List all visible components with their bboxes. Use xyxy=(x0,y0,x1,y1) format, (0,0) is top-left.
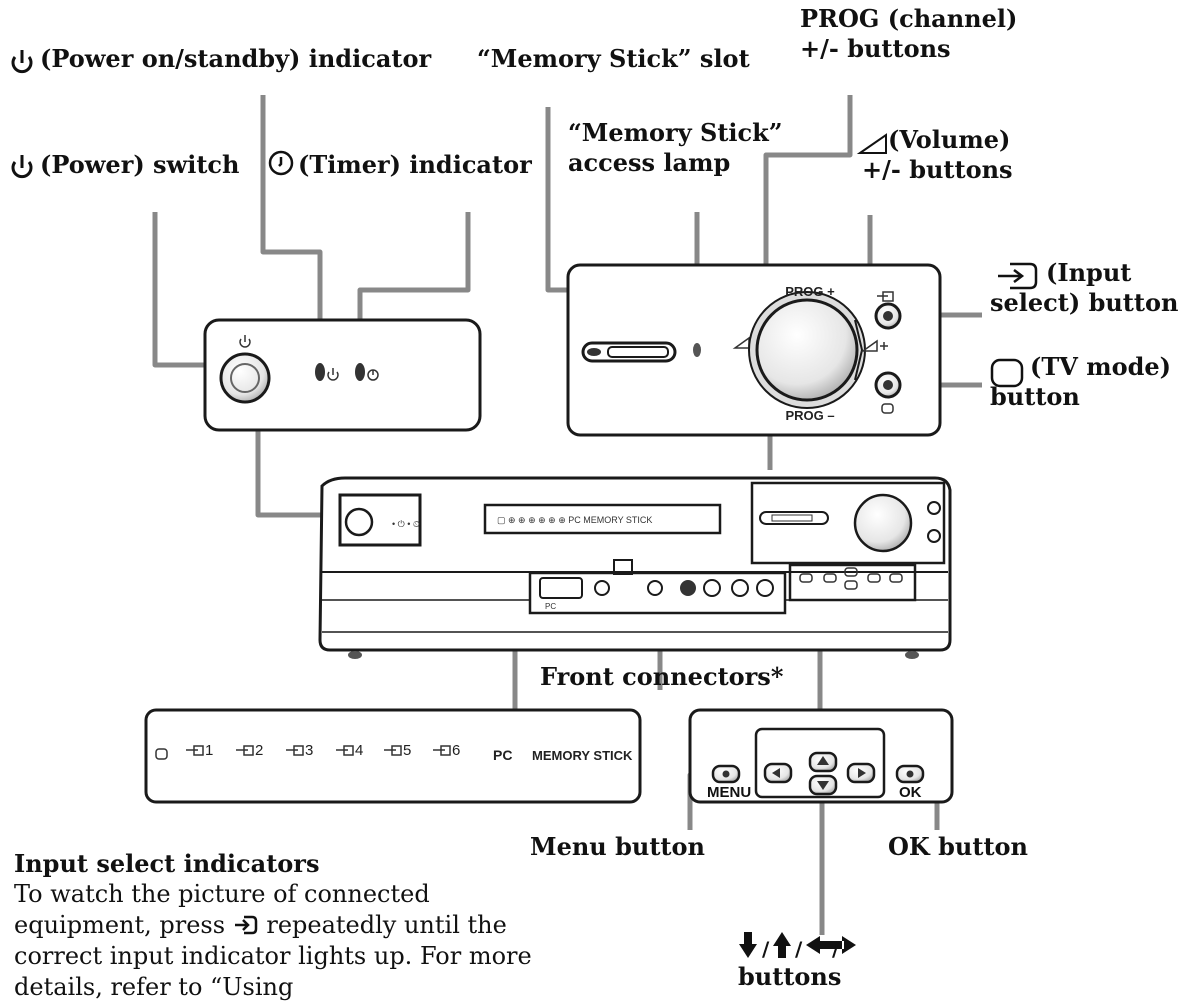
svg-text:/: / xyxy=(795,937,803,961)
memory-stick-slot-label: “Memory Stick” slot xyxy=(477,44,750,73)
description-text-after: repeatedly until the correct input indic… xyxy=(14,911,532,1001)
svg-text:3: 3 xyxy=(305,742,313,759)
svg-text:▢ ⊕ ⊕ ⊕ ⊕ ⊕ ⊕ PC ME: ▢ ⊕ ⊕ ⊕ ⊕ ⊕ ⊕ PC MEMORY STICK xyxy=(497,515,652,525)
right-arrow-button[interactable] xyxy=(846,762,876,784)
menu-button[interactable] xyxy=(711,764,741,784)
mini-dial xyxy=(853,493,913,553)
down-arrow-button[interactable] xyxy=(808,774,838,796)
input-select-icon xyxy=(998,262,1038,290)
connector-pc-label: PC xyxy=(545,602,556,611)
tv-mode-label: (TV mode) button xyxy=(990,352,1171,412)
svg-text:4: 4 xyxy=(355,742,363,759)
mini-power-button xyxy=(344,507,374,537)
timer-icon xyxy=(268,150,294,176)
power-indicator-lamp xyxy=(315,363,325,381)
leader-power-indicator xyxy=(260,95,323,367)
svg-text:/: / xyxy=(832,937,840,961)
prog-buttons-label: PROG (channel) +/- buttons xyxy=(800,4,1017,64)
power-symbol-icon xyxy=(239,335,251,348)
input-indicator-1: 1 xyxy=(186,742,213,759)
description-block: Input select indicators To watch the pic… xyxy=(14,848,574,1003)
description-heading: Input select indicators xyxy=(14,849,320,878)
volume-buttons-label: (Volume) +/- buttons xyxy=(862,125,1013,185)
input-indicator-2: 2 xyxy=(236,742,263,759)
memory-stick-indicator-label: MEMORY STICK xyxy=(532,748,633,763)
access-lamp-line1: “Memory Stick” xyxy=(568,118,783,147)
input-indicator-panel: 1 2 3 4 5 6 PC MEMORY STICK xyxy=(144,708,642,804)
svg-text:• ⏻ • ⏲: • ⏻ • ⏲ xyxy=(392,519,420,529)
input-icon-small xyxy=(877,291,894,302)
timer-indicator-lamp xyxy=(355,363,365,381)
power-switch-label: (Power) switch xyxy=(40,150,240,179)
volume-plus-icon xyxy=(860,339,888,352)
prog-buttons-line2: +/- buttons xyxy=(800,34,951,63)
ok-button-label: OK button xyxy=(888,832,1028,861)
volume-line2: +/- buttons xyxy=(862,155,1013,184)
tv-mode-line1: (TV mode) xyxy=(1030,352,1171,381)
power-indicator-icon xyxy=(11,50,33,74)
pc-indicator-label: PC xyxy=(493,747,512,763)
input-indicator-4: 4 xyxy=(336,742,363,759)
input-indicator-3: 3 xyxy=(286,742,313,759)
access-lamp-label: “Memory Stick” access lamp xyxy=(568,118,783,178)
ok-label: OK xyxy=(899,784,922,801)
power-indicator-label: (Power on/standby) indicator xyxy=(40,44,432,73)
left-arrow-button[interactable] xyxy=(763,762,793,784)
tv-indicator-icon xyxy=(155,748,168,760)
svg-text:1: 1 xyxy=(205,742,213,759)
mini-menu-area xyxy=(788,563,917,602)
volume-line1: (Volume) xyxy=(888,125,1011,154)
tv-mode-line2: button xyxy=(990,382,1080,411)
prog-plus-text: PROG + xyxy=(785,284,835,299)
svg-text:/: / xyxy=(762,937,770,961)
power-switch-icon xyxy=(11,155,33,179)
description-text: To watch the picture of connected equipm… xyxy=(14,880,430,939)
input-select-line1: (Input xyxy=(1046,258,1132,287)
standby-icon xyxy=(327,368,339,381)
input-indicator-6: 6 xyxy=(433,742,460,759)
tv-mode-icon xyxy=(990,358,1024,388)
access-lamp-line2: access lamp xyxy=(568,148,731,177)
menu-panel: MENU OK xyxy=(688,708,954,804)
prog-volume-dial[interactable] xyxy=(755,298,859,402)
arrow-buttons-label: buttons xyxy=(738,962,842,991)
timer-indicator-label: (Timer) indicator xyxy=(298,150,532,179)
prog-minus-text: PROG – xyxy=(785,408,834,423)
input-select-line2: select) button xyxy=(990,288,1179,317)
input-select-label: (Input select) button xyxy=(990,258,1178,318)
mini-indicator-bar xyxy=(483,503,722,535)
menu-button-label: Menu button xyxy=(530,832,705,861)
menu-label: MENU xyxy=(707,784,751,801)
prog-buttons-line1: PROG (channel) xyxy=(800,4,1018,33)
input-indicator-5: 5 xyxy=(384,742,411,759)
ok-button[interactable] xyxy=(895,764,925,784)
timer-small-icon xyxy=(367,369,379,381)
volume-icon xyxy=(856,133,887,154)
svg-text:5: 5 xyxy=(403,742,411,759)
leader-power-switch xyxy=(152,212,222,368)
right-control-panel: PROG + PROG – xyxy=(566,263,942,437)
front-connectors-label: Front connectors* xyxy=(540,662,784,691)
power-switch-knob[interactable] xyxy=(219,352,271,404)
svg-text:2: 2 xyxy=(255,742,263,759)
tv-small-icon xyxy=(881,403,894,414)
up-arrow-button[interactable] xyxy=(808,751,838,773)
power-panel xyxy=(203,318,482,432)
arrow-icons-label: / / / xyxy=(739,932,856,961)
input-icon-inline xyxy=(234,915,257,935)
svg-text:6: 6 xyxy=(452,742,460,759)
access-lamp xyxy=(693,343,701,357)
leader-prog xyxy=(763,95,853,320)
tv-device: • ⏻ • ⏲ ▢ ⊕ ⊕ ⊕ ⊕ ⊕ ⊕ PC MEMORY STICK PC xyxy=(318,476,952,659)
